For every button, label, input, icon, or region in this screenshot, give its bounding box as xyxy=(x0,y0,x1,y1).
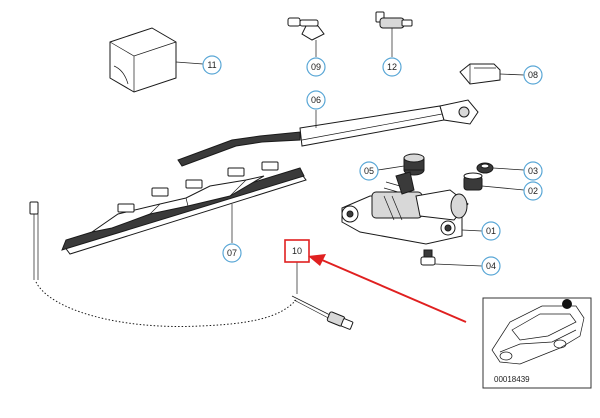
part-04-screw xyxy=(420,249,436,266)
leader-03 xyxy=(492,167,525,171)
svg-text:05: 05 xyxy=(364,166,374,176)
callout-07[interactable]: 07 xyxy=(222,243,242,263)
callout-12[interactable]: 12 xyxy=(382,57,402,77)
part-08-cap xyxy=(459,63,501,85)
highlight-box xyxy=(284,239,310,263)
leader-04 xyxy=(434,263,483,267)
callout-01[interactable]: 01 xyxy=(481,221,501,241)
car-location-inset xyxy=(482,297,592,389)
part-06-wiper-arm xyxy=(177,99,479,167)
svg-text:12: 12 xyxy=(387,62,397,72)
svg-text:02: 02 xyxy=(528,186,538,196)
leader-05 xyxy=(377,165,405,171)
callout-02[interactable]: 02 xyxy=(523,181,543,201)
leader-08 xyxy=(499,73,525,76)
callout-08[interactable]: 08 xyxy=(523,65,543,85)
callout-10[interactable]: 10 xyxy=(284,239,310,263)
svg-text:06: 06 xyxy=(311,95,321,105)
red-arrow xyxy=(308,254,467,323)
part-11-packet xyxy=(109,27,177,93)
leader-01 xyxy=(461,229,483,232)
part-05-grommet xyxy=(403,153,425,176)
callout-04[interactable]: 04 xyxy=(481,256,501,276)
svg-text:01: 01 xyxy=(486,226,496,236)
svg-text:03: 03 xyxy=(528,166,538,176)
part-10-washer-hose xyxy=(29,201,354,330)
part-07-wiper-blade xyxy=(61,161,307,255)
part-03-seal xyxy=(476,162,494,174)
location-marker xyxy=(562,299,572,309)
part-02-seal xyxy=(463,172,483,191)
svg-text:09: 09 xyxy=(311,62,321,72)
leader-11 xyxy=(175,61,204,65)
callout-06[interactable]: 06 xyxy=(306,90,326,110)
svg-text:10: 10 xyxy=(292,246,302,256)
callout-09[interactable]: 09 xyxy=(306,57,326,77)
callout-05[interactable]: 05 xyxy=(359,161,379,181)
callout-11[interactable]: 11 xyxy=(202,55,222,75)
part-01-wiper-motor xyxy=(341,171,469,245)
callout-03[interactable]: 03 xyxy=(523,161,543,181)
svg-text:04: 04 xyxy=(486,261,496,271)
part-12-nozzle xyxy=(375,11,413,57)
part-09-connector xyxy=(287,17,325,57)
svg-text:11: 11 xyxy=(207,60,216,70)
svg-text:07: 07 xyxy=(227,248,237,258)
leader-02 xyxy=(481,185,525,191)
reference-number: 00018439 xyxy=(494,375,530,384)
svg-text:08: 08 xyxy=(528,70,538,80)
